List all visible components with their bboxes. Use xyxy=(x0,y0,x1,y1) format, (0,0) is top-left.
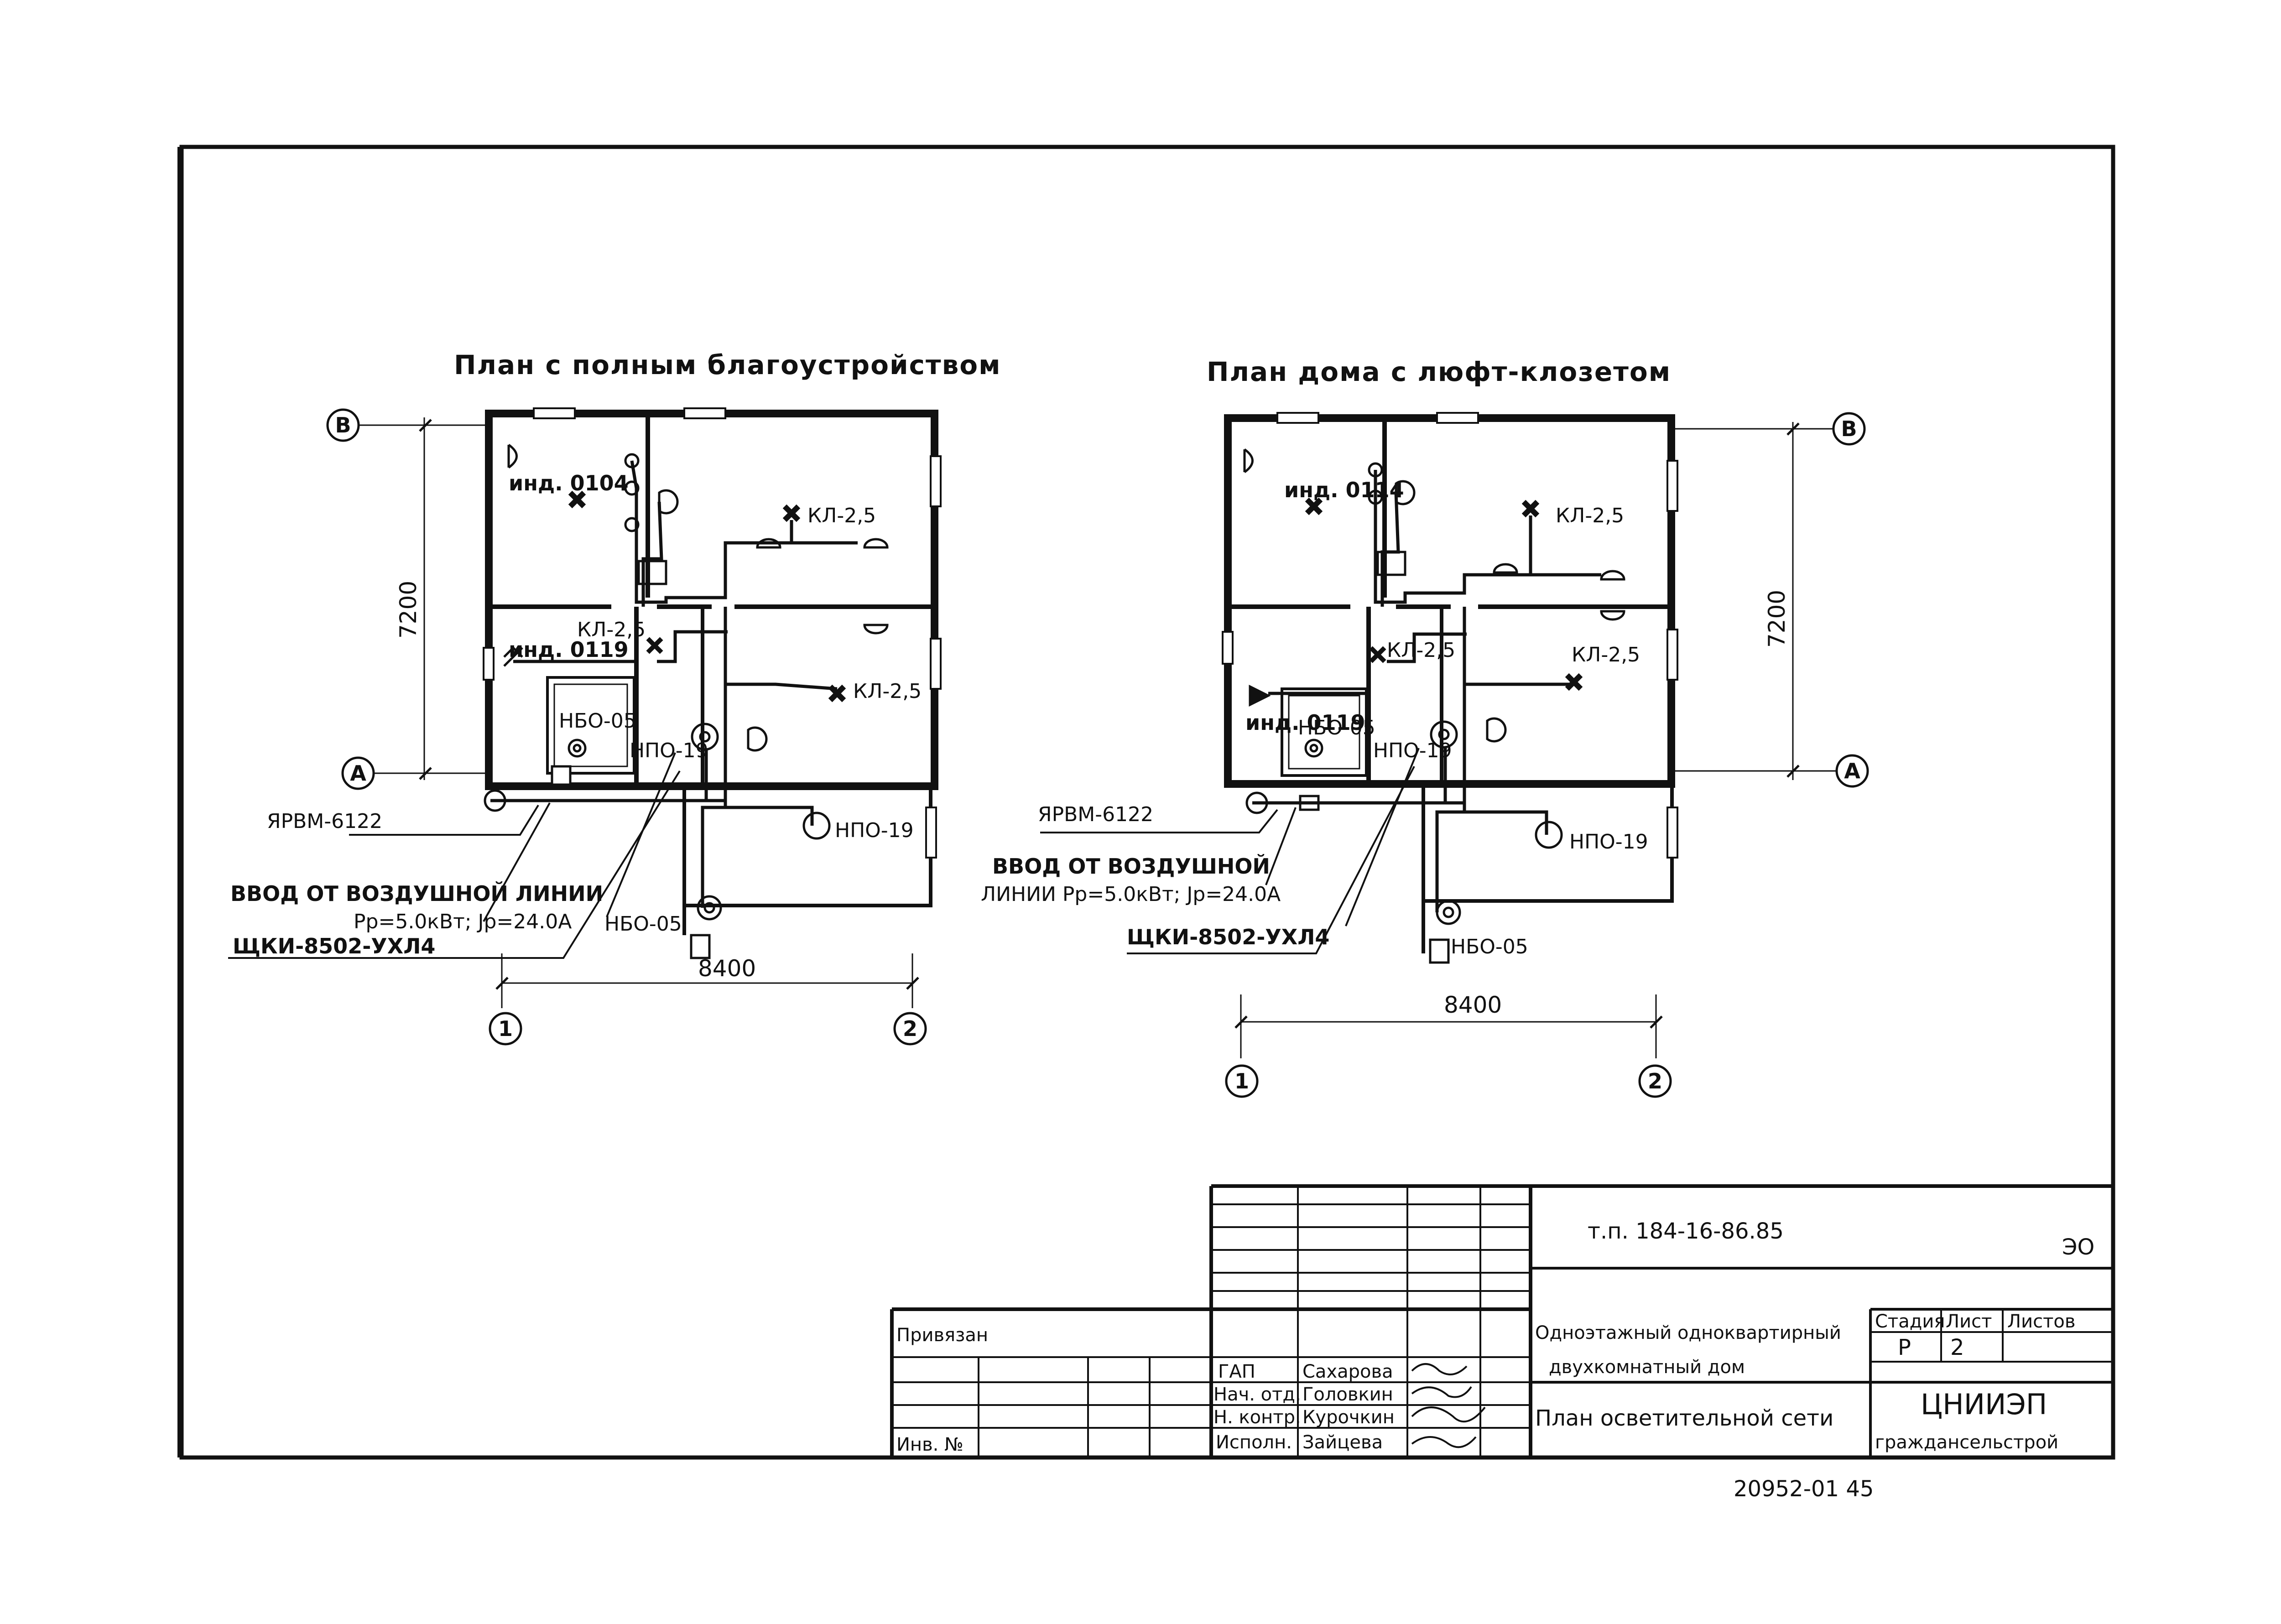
tb-role-3: Исполн. xyxy=(1216,1432,1292,1453)
left-wiring xyxy=(490,460,858,908)
left-callout-meter-box: ЯРВМ-6122 xyxy=(267,810,382,833)
right-plan-title: План дома с люфт-клозетом xyxy=(1207,356,1671,387)
left-axis-a: А xyxy=(350,761,366,786)
tb-object-1: Одноэтажный одноквартирный xyxy=(1535,1322,1841,1343)
right-axis-1: 1 xyxy=(1234,1069,1249,1093)
right-axis-a: А xyxy=(1844,759,1860,783)
left-label-bath-fixture: НБО-05 xyxy=(559,709,636,733)
signatures-scribble xyxy=(1411,1363,1486,1448)
left-callout-input-1: ВВОД ОТ ВОЗДУШНОЙ ЛИНИИ xyxy=(230,881,603,906)
right-label-kitchen-cabinet: инд. 0114 xyxy=(1284,478,1404,502)
right-callout-input-2: ЛИНИИ Рр=5.0кВт; Jр=24.0А xyxy=(981,883,1281,906)
archive-number: 20952-01 45 xyxy=(1734,1476,1874,1502)
right-callout-panel: ЩКИ-8502-УХЛ4 xyxy=(1127,925,1329,949)
right-walls xyxy=(1224,414,1675,953)
right-label-veranda-fixture: НПО-19 xyxy=(1569,830,1648,854)
right-label-bath-cabinet: инд. 0119 xyxy=(1245,710,1365,735)
right-axis-lines xyxy=(1234,422,1838,1058)
right-wiring xyxy=(1252,470,1601,912)
left-leaders xyxy=(228,752,681,959)
right-axis-b: В xyxy=(1841,416,1857,441)
left-axis-1: 1 xyxy=(498,1016,513,1041)
right-axis-markers: В А 1 2 xyxy=(1225,412,1869,1098)
right-leaders xyxy=(1040,748,1420,954)
tb-name-0: Сахарова xyxy=(1302,1361,1393,1382)
left-plan-title: План с полным благоустройством xyxy=(454,349,1001,380)
tb-object-2: двухкомнатный дом xyxy=(1549,1357,1745,1378)
left-label-entry-fixture: НБО-05 xyxy=(604,912,682,936)
tb-name-2: Курочкин xyxy=(1302,1407,1395,1428)
tb-stage-header: Стадия xyxy=(1875,1311,1945,1332)
right-fixtures xyxy=(1243,448,1625,964)
left-axis-b: В xyxy=(335,413,351,437)
right-dim-width: 8400 xyxy=(1444,992,1502,1018)
tb-name-3: Зайцева xyxy=(1302,1432,1383,1453)
right-label-entry-fixture: НБО-05 xyxy=(1451,935,1528,958)
tb-sheets-header: Листов xyxy=(2007,1311,2075,1332)
sheet-frame xyxy=(177,145,2115,1460)
left-label-light-room-2: КЛ-2,5 xyxy=(853,680,922,703)
tb-name-1: Головкин xyxy=(1302,1384,1393,1405)
left-label-light-room-1: КЛ-2,5 xyxy=(807,504,876,527)
left-label-kitchen-cabinet: инд. 0104 xyxy=(509,471,629,495)
tb-role-0: ГАП xyxy=(1218,1361,1255,1382)
right-label-light-room-1: КЛ-2,5 xyxy=(1556,504,1624,527)
tb-role-1: Нач. отд. xyxy=(1213,1384,1301,1405)
left-callout-panel: ЩКИ-8502-УХЛ4 xyxy=(233,934,435,958)
left-axis-2: 2 xyxy=(903,1016,917,1041)
right-axis-2: 2 xyxy=(1648,1069,1662,1093)
tb-doc-code: т.п. 184-16-86.85 xyxy=(1588,1218,1784,1244)
right-plan: План дома с люфт-клозетом В А 1 2 7200 8… xyxy=(981,356,1869,1098)
right-label-bath-fixture: НБО-05 xyxy=(1298,716,1375,739)
left-axis-markers: В А 1 2 xyxy=(326,408,927,1046)
left-label-bath-cabinet: инд. 0119 xyxy=(509,637,629,662)
right-callout-meter-box: ЯРВМ-6122 xyxy=(1038,803,1153,826)
tb-sheet-mark: ЭО xyxy=(2062,1234,2094,1260)
tb-sheet-header: Лист xyxy=(1946,1311,1992,1332)
left-label-veranda-fixture: НПО-19 xyxy=(835,819,914,842)
left-label-corridor-light: КЛ-2,5 xyxy=(577,618,646,641)
tb-sheet: 2 xyxy=(1950,1335,1964,1360)
right-label-hall-fixture: НПО-19 xyxy=(1373,739,1452,762)
tb-role-2: Н. контр. xyxy=(1213,1407,1301,1428)
tb-inv-label: Инв. № xyxy=(896,1434,963,1455)
right-dim-height: 7200 xyxy=(1764,590,1790,648)
tb-org-1: ЦНИИЭП xyxy=(1921,1388,2047,1421)
left-plan: План с полным благоустройством В А 1 2 7… xyxy=(228,349,1001,1046)
right-callout-input-1: ВВОД ОТ ВОЗДУШНОЙ xyxy=(992,854,1270,879)
left-callout-input-2: Рр=5.0кВт; Jр=24.0А xyxy=(354,910,572,933)
left-label-hall-fixture: НПО-19 xyxy=(630,739,708,762)
right-label-light-room-2: КЛ-2,5 xyxy=(1572,643,1640,666)
tb-stage: Р xyxy=(1898,1335,1911,1360)
right-windows xyxy=(1222,412,1678,859)
left-axis-lines xyxy=(355,417,919,1008)
left-dim-height: 7200 xyxy=(395,581,422,639)
left-dim-width: 8400 xyxy=(698,955,756,982)
right-label-corridor-light: КЛ-2,5 xyxy=(1387,639,1455,662)
tb-drawing-title: План осветительной сети xyxy=(1535,1405,1833,1431)
tb-org-2: граждансельстрой xyxy=(1875,1432,2058,1453)
title-block xyxy=(890,1184,2113,1457)
tb-bound-label: Привязан xyxy=(896,1325,988,1346)
left-windows xyxy=(483,407,942,859)
